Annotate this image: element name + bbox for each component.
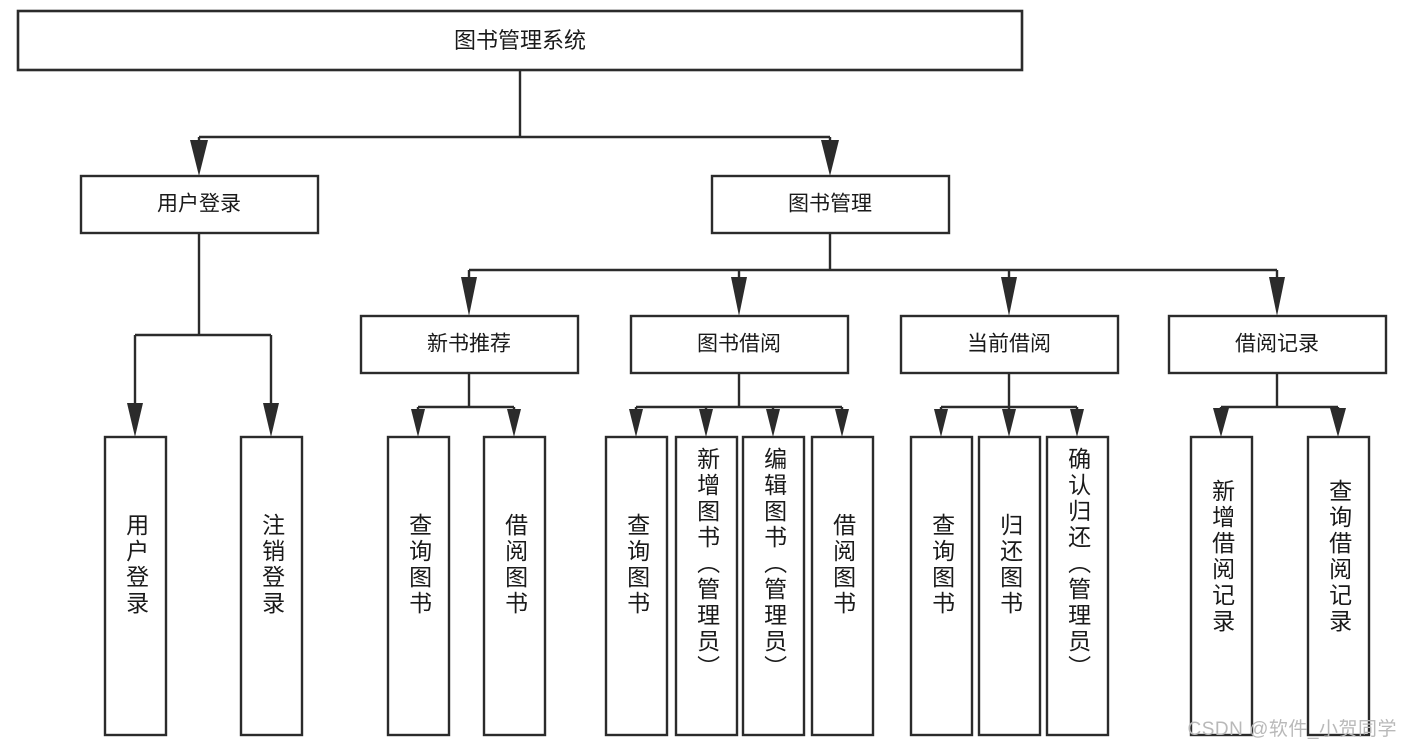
node-borrow-record[interactable]: 借阅记录	[1167, 314, 1388, 375]
node-user-login-label: 用户登录	[157, 193, 241, 216]
arrow-head-current-borrow	[1001, 277, 1017, 316]
node-book-borrow-label: 图书借阅	[697, 333, 781, 356]
arrow-head-user-login	[190, 140, 208, 176]
node-user-login-box[interactable]	[79, 174, 320, 235]
arrow-head-leaf-edit-book	[766, 409, 780, 437]
node-new-book-recommend-box[interactable]	[359, 314, 580, 375]
arrow-head-book-borrow	[731, 277, 747, 316]
arrow-head-borrow-record	[1269, 277, 1285, 316]
arrow-head-leaf-borrow-book-2	[835, 409, 849, 437]
arrow-head-leaf-add-record	[1213, 408, 1229, 437]
node-current-borrow-box[interactable]	[899, 314, 1120, 375]
node-user-login[interactable]: 用户登录	[79, 174, 320, 235]
node-borrow-record-label: 借阅记录	[1235, 333, 1319, 356]
arrow-head-leaf-borrow-book-1	[507, 409, 521, 437]
arrow-head-leaf-return-book	[1002, 409, 1016, 437]
node-leaf-query-book-3-box[interactable]	[909, 435, 974, 737]
node-new-book-recommend[interactable]: 新书推荐	[359, 314, 580, 375]
node-book-borrow-box[interactable]	[629, 314, 850, 375]
arrow-head-leaf-query-book-2	[629, 409, 643, 437]
node-leaf-query-book-1-box[interactable]	[386, 435, 451, 737]
arrow-head-leaf-add-book	[699, 409, 713, 437]
node-book-borrow[interactable]: 图书借阅	[629, 314, 850, 375]
arrow-head-leaf-query-book-3	[934, 409, 948, 437]
arrow-head-leaf-confirm-return	[1070, 409, 1084, 437]
arrow-head-leaf-query-record	[1330, 408, 1346, 437]
node-root-label: 图书管理系统	[454, 28, 586, 53]
node-book-management-box[interactable]	[710, 174, 951, 235]
node-borrow-record-box[interactable]	[1167, 314, 1388, 375]
node-book-management-label: 图书管理	[788, 193, 872, 216]
node-leaf-query-book-2-box[interactable]	[604, 435, 669, 737]
node-leaf-user-login-box[interactable]	[103, 435, 168, 737]
arrow-head-leaf-query-book-1	[411, 409, 425, 437]
node-leaf-logout-login-box[interactable]	[239, 435, 304, 737]
node-leaf-query-record-box[interactable]	[1306, 435, 1371, 737]
node-root[interactable]: 图书管理系统	[16, 9, 1024, 72]
arrow-head-new-book-recommend	[461, 277, 477, 316]
arrow-head-leaf-user-login	[127, 403, 143, 437]
arrow-head-book-management	[821, 140, 839, 176]
node-leaf-add-record-box[interactable]	[1189, 435, 1254, 737]
connector-layer	[127, 70, 1346, 437]
node-layer: 图书管理系统 用户登录 图书管理 新书推荐 图书借阅	[16, 9, 1388, 737]
node-leaf-confirm-return-box[interactable]	[1045, 435, 1110, 737]
node-leaf-edit-book-box[interactable]	[741, 435, 806, 737]
node-leaf-add-book-box[interactable]	[674, 435, 739, 737]
arrow-head-leaf-logout-login	[263, 403, 279, 437]
node-current-borrow-label: 当前借阅	[967, 333, 1051, 356]
node-leaf-borrow-book-1-box[interactable]	[482, 435, 547, 737]
node-root-box[interactable]	[16, 9, 1024, 72]
node-current-borrow[interactable]: 当前借阅	[899, 314, 1120, 375]
node-book-management[interactable]: 图书管理	[710, 174, 951, 235]
node-leaf-return-book-box[interactable]	[977, 435, 1042, 737]
node-leaf-borrow-book-2-box[interactable]	[810, 435, 875, 737]
node-new-book-recommend-label: 新书推荐	[427, 333, 511, 356]
